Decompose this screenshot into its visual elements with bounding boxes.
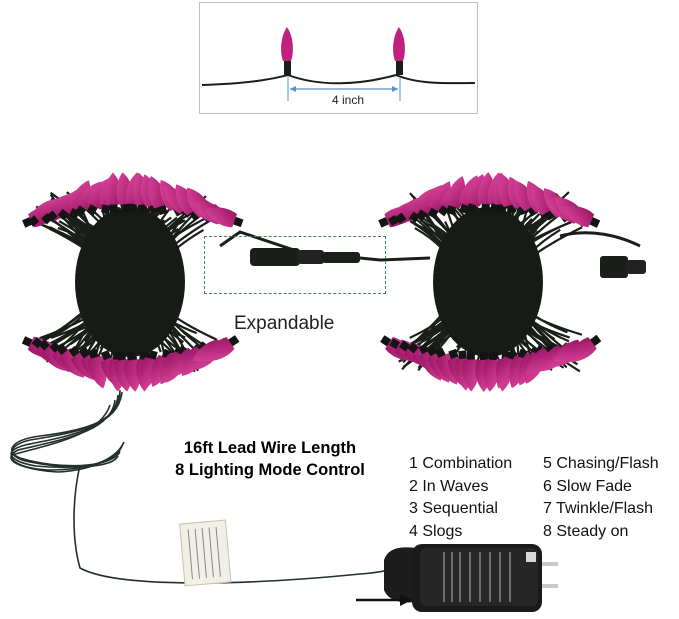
inset-bulb-left	[281, 27, 293, 75]
mode-item: 1 Combination	[409, 455, 513, 472]
modes-list-left: 1 Combination 2 In Waves 3 Sequential 4 …	[409, 453, 512, 543]
mode-item: 7 Twinkle/Flash	[543, 500, 653, 517]
mode-item: 3 Sequential	[409, 500, 498, 517]
mode-item: 6 Slow Fade	[543, 477, 632, 495]
lead-wire-coil	[10, 389, 421, 584]
bulb-spacing-inset: 4 inch	[199, 2, 478, 114]
mode-item: 4 Slogs	[409, 522, 463, 540]
mode-control-label: 8 Lighting Mode Control	[175, 461, 365, 479]
connector-left	[250, 248, 360, 266]
bulb-spacing-diagram	[201, 27, 476, 101]
lead-wire-length: 16ft Lead Wire Length	[183, 439, 357, 457]
led-controller	[384, 544, 558, 612]
modes-list-right: 5 Chasing/Flash 6 Slow Fade 7 Twinkle/Fl…	[543, 453, 659, 543]
inset-bulb-right	[393, 27, 405, 75]
left-light-bundle	[21, 172, 244, 392]
arrow-icon	[356, 594, 412, 606]
expandable-connection-box	[204, 236, 386, 294]
lead-wire-text: 16ft Lead Wire Length 8 Lighting Mode Co…	[145, 437, 395, 481]
mode-item: 5 Chasing/Flash	[543, 455, 659, 472]
spacing-label: 4 inch	[332, 93, 365, 107]
mode-item: 8 Steady on	[543, 522, 629, 540]
right-light-bundle	[378, 172, 602, 392]
wire-tag	[179, 519, 232, 587]
connector-right	[559, 231, 646, 278]
mode-item: 2 In Waves	[409, 477, 489, 495]
expandable-label: Expandable	[234, 313, 335, 334]
